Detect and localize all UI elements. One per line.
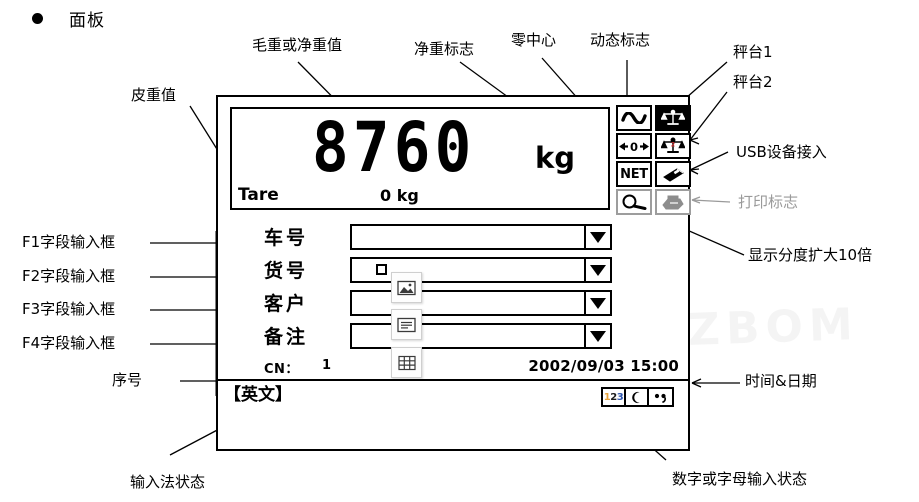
field-label-customer: 客户 bbox=[264, 293, 309, 315]
svg-text:2: 2 bbox=[671, 142, 675, 149]
usb-device-icon[interactable] bbox=[655, 161, 691, 187]
input-mode-group: 123 bbox=[601, 387, 674, 407]
annotation-print-flag: 打印标志 bbox=[738, 193, 799, 211]
annotation-f4-field: F4字段输入框 bbox=[22, 334, 116, 352]
status-icon-grid: 0 2 NET bbox=[616, 105, 691, 215]
tare-label: Tare bbox=[238, 185, 279, 205]
field-row-remark: 备注 bbox=[218, 323, 688, 352]
field-dropdown-goods[interactable] bbox=[584, 259, 610, 281]
annotation-tare-value: 皮重值 bbox=[131, 86, 177, 104]
field-box-customer[interactable] bbox=[350, 290, 612, 316]
annotation-scale-1: 秤台1 bbox=[733, 43, 773, 61]
weight-unit: kg bbox=[535, 141, 576, 175]
chevron-down-icon bbox=[590, 231, 606, 243]
field-dropdown-remark[interactable] bbox=[584, 325, 610, 347]
serial-value: 1 bbox=[322, 358, 332, 373]
page-heading: 面板 bbox=[32, 6, 105, 31]
annotation-scale-2: 秤台2 bbox=[733, 73, 773, 91]
page-title: 面板 bbox=[69, 11, 105, 31]
svg-text:0: 0 bbox=[630, 140, 638, 153]
field-label-vehicle: 车号 bbox=[264, 227, 309, 249]
field-label-goods: 货号 bbox=[264, 260, 309, 282]
chevron-down-icon bbox=[590, 297, 606, 309]
weight-value: 8760 bbox=[312, 107, 476, 188]
annotation-gross-or-net: 毛重或净重值 bbox=[252, 36, 343, 54]
field-dropdown-customer[interactable] bbox=[584, 292, 610, 314]
field-row-customer: 客户 bbox=[218, 290, 688, 319]
bullet-dot-icon bbox=[32, 13, 43, 24]
image-overlay-icon[interactable] bbox=[391, 272, 422, 303]
field-input-vehicle[interactable] bbox=[352, 226, 584, 248]
field-box-goods[interactable] bbox=[350, 257, 612, 283]
numeric-mode-icon[interactable]: 123 bbox=[603, 389, 626, 405]
chevron-down-icon bbox=[590, 264, 606, 276]
datetime-display: 2002/09/03 15:00 bbox=[528, 357, 679, 375]
scale-panel: ZBOM 8760 kg Tare 0 kg bbox=[216, 95, 859, 451]
annotation-ime-status: 输入法状态 bbox=[130, 473, 206, 491]
tare-value: 0 kg bbox=[380, 186, 419, 205]
annotation-alnum-status: 数字或字母输入状态 bbox=[672, 470, 808, 488]
net-flag-icon[interactable]: NET bbox=[616, 161, 652, 187]
annotation-time-date: 时间&日期 bbox=[745, 372, 817, 390]
weight-display: 8760 kg Tare 0 kg bbox=[230, 107, 610, 210]
crescent-mode-icon[interactable] bbox=[626, 389, 649, 405]
annotation-expand-division: 显示分度扩大10倍 bbox=[748, 246, 873, 264]
expand-division-icon[interactable] bbox=[616, 189, 652, 215]
annotation-f1-field: F1字段输入框 bbox=[22, 233, 116, 251]
ime-state-label: 【英文】 bbox=[224, 385, 292, 405]
annotation-zero-center: 零中心 bbox=[511, 31, 557, 49]
background-watermark: ZBOM bbox=[687, 299, 859, 356]
field-input-goods[interactable] bbox=[387, 259, 584, 281]
zero-center-icon[interactable]: 0 bbox=[616, 133, 652, 159]
net-flag-label: NET bbox=[620, 166, 648, 182]
annotation-serial-no: 序号 bbox=[112, 371, 143, 389]
scale-platform-1-icon[interactable] bbox=[655, 105, 691, 131]
field-row-vehicle: 车号 bbox=[218, 224, 688, 253]
print-flag-icon[interactable] bbox=[655, 189, 691, 215]
alpha-mode-icon[interactable] bbox=[649, 389, 672, 405]
field-input-customer[interactable] bbox=[352, 292, 584, 314]
field-box-remark[interactable] bbox=[350, 323, 612, 349]
field-box-vehicle[interactable] bbox=[350, 224, 612, 250]
annotation-f3-field: F3字段输入框 bbox=[22, 300, 116, 318]
field-checkbox-goods[interactable] bbox=[376, 264, 387, 275]
annotation-dynamic-flag: 动态标志 bbox=[590, 31, 651, 49]
field-input-remark[interactable] bbox=[352, 325, 584, 347]
document-overlay-icon[interactable] bbox=[391, 309, 422, 340]
annotation-usb-device: USB设备接入 bbox=[736, 143, 827, 161]
serial-label: CN： bbox=[264, 362, 299, 377]
status-bar: 【英文】 123 bbox=[218, 379, 688, 449]
scale-platform-2-icon[interactable]: 2 bbox=[655, 133, 691, 159]
field-list: 车号 货号 客户 bbox=[218, 224, 688, 356]
field-dropdown-vehicle[interactable] bbox=[584, 226, 610, 248]
field-row-goods: 货号 bbox=[218, 257, 688, 286]
field-label-remark: 备注 bbox=[264, 326, 309, 348]
annotation-net-flag: 净重标志 bbox=[414, 40, 475, 58]
serial-datetime-row: CN： 1 2002/09/03 15:00 bbox=[218, 355, 688, 379]
chevron-down-icon bbox=[590, 330, 606, 342]
dynamic-flag-icon[interactable] bbox=[616, 105, 652, 131]
table-overlay-icon[interactable] bbox=[391, 347, 422, 378]
annotation-f2-field: F2字段输入框 bbox=[22, 267, 116, 285]
